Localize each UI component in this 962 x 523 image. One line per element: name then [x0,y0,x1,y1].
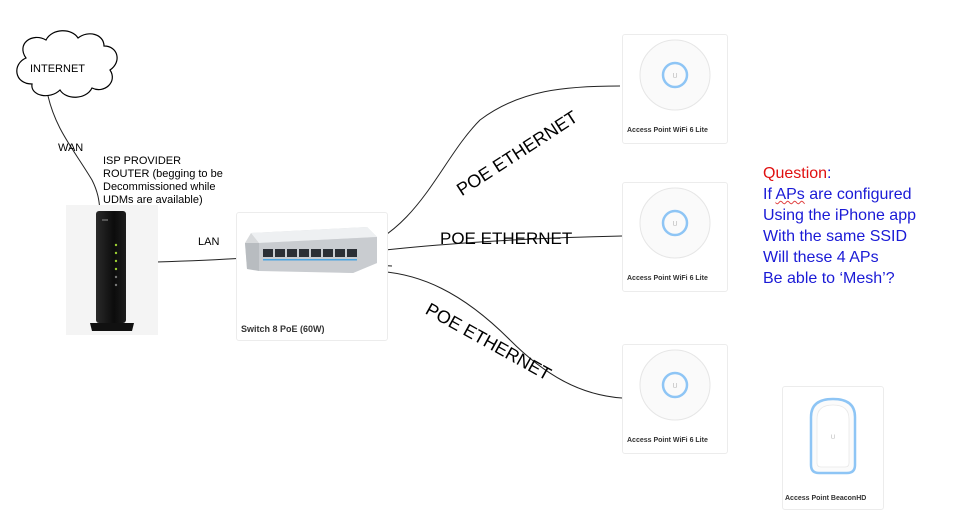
question-heading: Question: [763,163,916,184]
lan-cable [155,257,246,263]
switch-card: Switch 8 PoE (60W) [236,212,388,341]
access-point-icon: U [639,349,711,421]
question-block: Question: If APs are configured Using th… [763,163,916,289]
poe-label-middle: POE ETHERNET [440,229,573,248]
access-point-caption: Access Point WiFi 6 Lite [627,127,708,134]
isp-router-image [66,205,158,335]
router-note-line: UDMs are available) [103,194,203,206]
question-line-1-prefix: If [763,186,776,203]
router-note: ISP PROVIDER ROUTER (begging to be Decom… [103,155,223,207]
question-line-1-word: APs [775,186,805,203]
switch-caption: Switch 8 PoE (60W) [241,324,325,334]
question-line-5: Be able to ‘Mesh’? [763,270,895,287]
svg-text:U: U [672,383,677,390]
svg-text:U: U [672,73,677,80]
poe-cable-top [351,85,621,253]
question-line-3: With the same SSID [763,228,908,245]
router-note-line: ROUTER (begging to be [103,168,223,180]
access-point-caption: Access Point WiFi 6 Lite [627,437,708,444]
lan-label: LAN [198,236,220,248]
access-point-icon: U [639,39,711,111]
access-point-icon: U [639,187,711,259]
access-point-caption: Access Point WiFi 6 Lite [627,275,708,282]
beacon-caption: Access Point BeaconHD [785,495,867,502]
question-line-2: Using the iPhone app [763,207,916,224]
svg-text:U: U [831,435,835,441]
router-note-line: Decommissioned while [103,181,216,193]
internet-cloud [16,30,118,98]
wan-cable [47,95,101,211]
poe-cable-bottom [351,270,623,399]
svg-text:U: U [672,221,677,228]
access-point-card-1: U Access Point WiFi 6 Lite [622,34,728,144]
internet-label: INTERNET [30,63,85,75]
question-line-1: If APs are configured [763,184,916,205]
router-note-line: ISP PROVIDER [103,155,182,167]
wan-label: WAN [58,142,84,154]
access-point-card-3: U Access Point WiFi 6 Lite [622,344,728,454]
router-icon [90,211,134,331]
access-point-card-2: U Access Point WiFi 6 Lite [622,182,728,292]
question-line-1-suffix: are configured [804,186,912,203]
question-heading-text: Question [763,165,828,182]
question-line-4: Will these 4 APs [763,249,879,266]
beacon-hd-card: U Access Point BeaconHD [782,386,884,510]
beacon-icon: U [809,397,857,475]
switch-icon [245,227,377,273]
question-heading-colon: : [827,165,832,182]
